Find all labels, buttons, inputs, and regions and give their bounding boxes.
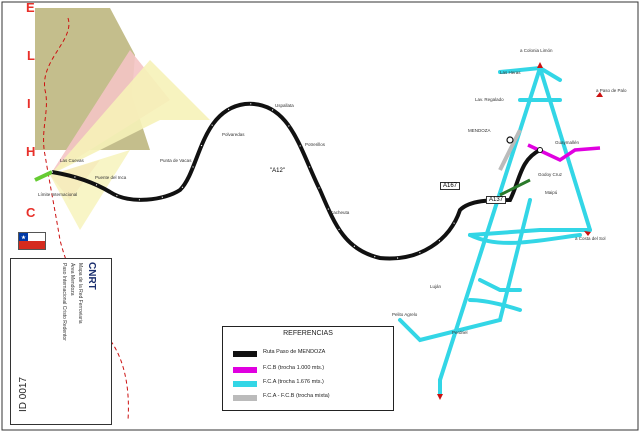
legend-label: F.C.A - F.C.B (trocha mixta) bbox=[263, 393, 330, 399]
country-letter-h: H bbox=[26, 144, 36, 159]
place-label: Límite Internacional bbox=[38, 192, 78, 197]
place-label: Las Cuevas bbox=[60, 158, 84, 163]
yellow-zone-south bbox=[50, 150, 130, 230]
route-link-green bbox=[499, 178, 531, 197]
place-label: Guaymallén bbox=[555, 140, 580, 145]
chile-flag-icon bbox=[18, 232, 46, 250]
place-label: Perdriel bbox=[452, 330, 468, 335]
title-block: Mapa de la Red Ferroviaria Área Mendoza … bbox=[10, 258, 112, 425]
legend-swatch-fcb bbox=[233, 367, 257, 373]
chile-rail-link bbox=[34, 170, 53, 182]
legend-title: REFERENCIAS bbox=[283, 330, 333, 337]
route-label-a167: A167 bbox=[440, 182, 461, 190]
route-label-a137: A137 bbox=[486, 196, 507, 204]
place-label: Godoy Cruz bbox=[538, 172, 563, 177]
main-route bbox=[51, 101, 541, 261]
legend-label: F.C.A (trocha 1.676 mts.) bbox=[263, 379, 324, 385]
arrow-northeast bbox=[596, 92, 603, 97]
place-label: MENDOZA bbox=[468, 128, 491, 133]
document-number: ID 0017 bbox=[18, 376, 29, 412]
arrow-east bbox=[584, 231, 591, 236]
title-block-line: Área Mendoza bbox=[69, 263, 75, 296]
place-label: Cacheuta bbox=[330, 210, 350, 215]
arrow-north bbox=[537, 62, 543, 68]
country-letter-i: I bbox=[27, 96, 31, 111]
fca-network bbox=[398, 66, 592, 397]
place-label: Las Heras bbox=[500, 70, 521, 75]
place-label: Potrerillos bbox=[305, 142, 326, 147]
title-block-line: Paso Internacional Cristo Redentor bbox=[61, 263, 67, 341]
country-letter-l: L bbox=[27, 48, 35, 63]
cnrt-logo-text: CNRT bbox=[86, 262, 97, 290]
place-label: Uspallata bbox=[275, 103, 294, 108]
place-label: a Costa del Sol bbox=[575, 236, 606, 241]
place-label: Pelito Agrelo bbox=[392, 312, 418, 317]
mixed-gauge-line bbox=[498, 129, 522, 171]
legend-label: F.C.B (trocha 1.000 mts.) bbox=[263, 365, 325, 371]
route-label-a12: "A12" bbox=[268, 168, 287, 174]
place-label: Lav. Regalado bbox=[475, 97, 504, 102]
title-block-line: Mapa de la Red Ferroviaria bbox=[77, 263, 83, 324]
yellow-zone bbox=[50, 60, 210, 175]
fcb-line bbox=[527, 143, 601, 163]
legend-swatch-route bbox=[233, 351, 257, 357]
map-legend: REFERENCIAS Ruta Paso de MENDOZA F.C.B (… bbox=[222, 326, 394, 411]
place-label: Puente del Inca bbox=[95, 175, 127, 180]
country-letter-c: C bbox=[26, 205, 36, 220]
legend-swatch-mixed bbox=[233, 395, 257, 401]
station-guaymallen bbox=[537, 147, 543, 153]
place-label: a Colonia Limón bbox=[520, 48, 553, 53]
place-label: Maipú bbox=[545, 190, 558, 195]
place-label: a Paso de Palo bbox=[596, 88, 627, 93]
place-label: Punta de Vacas bbox=[160, 158, 192, 163]
place-label: Polvaredas bbox=[222, 132, 245, 137]
country-letter-e: E bbox=[26, 0, 35, 15]
station-mendoza bbox=[506, 136, 514, 144]
place-label: Luján bbox=[430, 284, 442, 289]
legend-label: Ruta Paso de MENDOZA bbox=[263, 349, 326, 355]
legend-swatch-fca bbox=[233, 381, 257, 387]
arrow-south bbox=[437, 394, 443, 400]
